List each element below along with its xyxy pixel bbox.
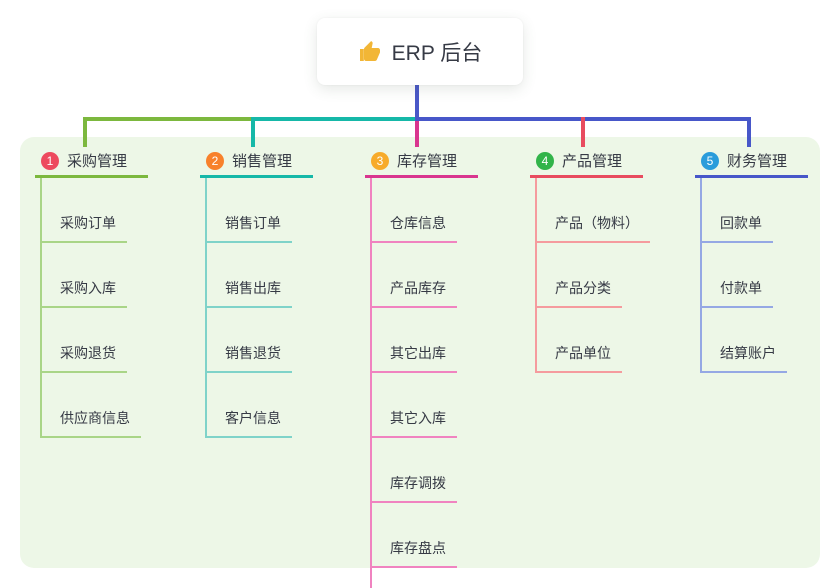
child-node[interactable]: 销售出库 [207,243,292,308]
child-node[interactable]: 结算账户 [702,308,787,373]
branch5-drop-line [747,117,751,147]
branch-node[interactable]: 1 采购管理 [35,146,148,178]
child-node[interactable]: 库存调拨 [372,438,457,503]
child-node[interactable]: 产品（物料） [537,178,650,243]
child-node[interactable]: 其它入库 [372,373,457,438]
child-node[interactable]: 回款单 [702,178,773,243]
child-node[interactable]: 客户信息 [207,373,292,438]
child-node[interactable]: 产品库存 [372,243,457,308]
branch4-drop-line [581,117,585,147]
branch2-bus-line [251,117,419,121]
child-node[interactable]: 付款单 [702,243,773,308]
branch-label: 销售管理 [232,153,293,170]
branch-node[interactable]: 2 销售管理 [200,146,313,178]
branch-label: 财务管理 [727,153,788,170]
child-node[interactable]: 出库库明细 [372,568,471,588]
root-connector [415,85,419,121]
branch1-bus-line [83,117,253,121]
branch-children: 产品（物料）产品分类产品单位 [535,178,650,373]
branch: 5 财务管理 回款单付款单结算账户 [695,146,808,373]
root-title: ERP 后台 [391,41,483,65]
child-node[interactable]: 销售退货 [207,308,292,373]
branch-label: 采购管理 [67,153,128,170]
branch-node[interactable]: 4 产品管理 [530,146,643,178]
branch: 2 销售管理 销售订单销售出库销售退货客户信息 [200,146,313,438]
mindmap-panel [20,137,820,568]
root-node[interactable]: ERP 后台 [317,18,523,85]
branch-children: 回款单付款单结算账户 [700,178,787,373]
branch-children: 销售订单销售出库销售退货客户信息 [205,178,292,438]
branch-node[interactable]: 5 财务管理 [695,146,808,178]
branch-number-badge: 4 [536,151,554,170]
branch: 3 库存管理 仓库信息产品库存其它出库其它入库库存调拨库存盘点出库库明细 [365,146,478,588]
child-node[interactable]: 销售订单 [207,178,292,243]
child-node[interactable]: 采购订单 [42,178,127,243]
branch-number-badge: 2 [206,151,224,170]
child-node[interactable]: 仓库信息 [372,178,457,243]
branch: 1 采购管理 采购订单采购入库采购退货供应商信息 [35,146,148,438]
child-node[interactable]: 采购入库 [42,243,127,308]
branch-children: 仓库信息产品库存其它出库其它入库库存调拨库存盘点出库库明细 [370,178,471,588]
child-node[interactable]: 供应商信息 [42,373,141,438]
branch-number-badge: 3 [371,151,389,170]
branch-node[interactable]: 3 库存管理 [365,146,478,178]
branch-children: 采购订单采购入库采购退货供应商信息 [40,178,141,438]
branch-label: 库存管理 [397,153,458,170]
branch-number-badge: 1 [41,151,59,170]
branch-number-badge: 5 [701,151,719,170]
branch1-drop-line [83,117,87,147]
branch3-drop-line [415,121,419,147]
branch: 4 产品管理 产品（物料）产品分类产品单位 [530,146,650,373]
child-node[interactable]: 产品分类 [537,243,622,308]
child-node[interactable]: 其它出库 [372,308,457,373]
branch-label: 产品管理 [562,153,623,170]
child-node[interactable]: 采购退货 [42,308,127,373]
child-node[interactable]: 库存盘点 [372,503,457,568]
child-node[interactable]: 产品单位 [537,308,622,373]
thumbs-up-icon [358,40,382,64]
branch2-drop-line [251,117,255,147]
